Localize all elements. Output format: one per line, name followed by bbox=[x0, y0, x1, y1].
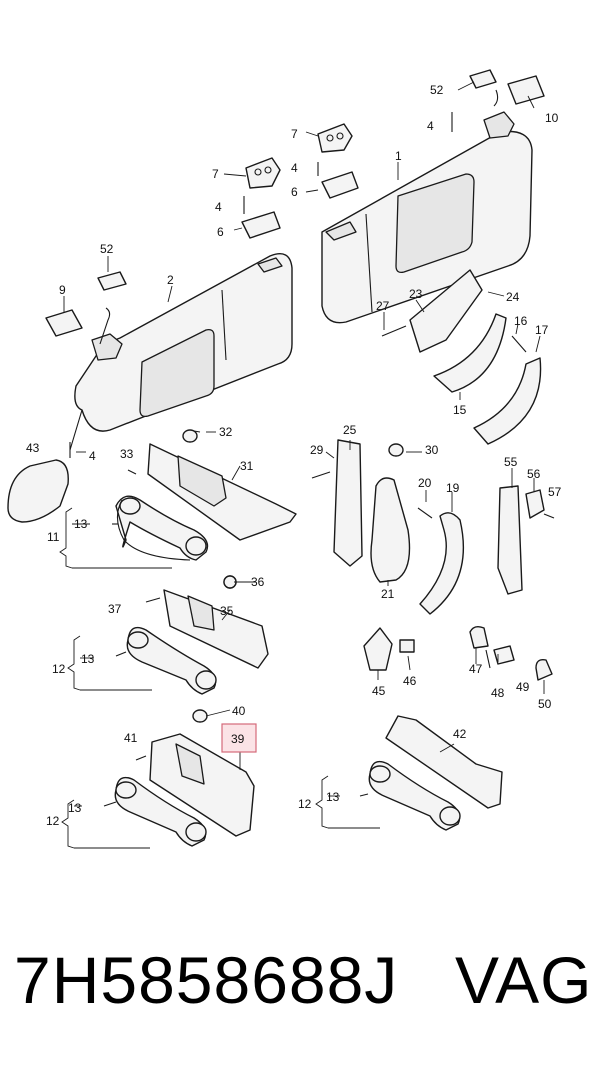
leader-lines bbox=[63, 81, 545, 770]
visor-clips bbox=[45, 69, 545, 458]
parts-diagram: 1 2 4 4 4 4 6 6 7 7 9 10 11 12 12 12 13 … bbox=[7, 69, 562, 849]
callout-21: 21 bbox=[381, 587, 395, 601]
callout-4c: 4 bbox=[215, 200, 222, 214]
callout-12a: 12 bbox=[52, 662, 66, 676]
highlight-box-39 bbox=[221, 723, 257, 753]
callout-13a: 13 bbox=[74, 517, 88, 531]
handle-brackets-right bbox=[333, 269, 545, 615]
callout-37: 37 bbox=[108, 602, 122, 616]
callout-13c: 13 bbox=[68, 801, 82, 815]
callout-13b: 13 bbox=[81, 652, 95, 666]
callout-11: 11 bbox=[47, 530, 60, 544]
grab-handle-12c bbox=[368, 715, 503, 831]
callout-23: 23 bbox=[409, 287, 423, 301]
callout-49: 49 bbox=[516, 680, 530, 694]
callout-56: 56 bbox=[527, 467, 541, 481]
callout-52b: 52 bbox=[100, 242, 114, 256]
brand-label: VAG bbox=[455, 943, 593, 1017]
callout-41: 41 bbox=[124, 731, 138, 745]
callout-35: 35 bbox=[220, 604, 234, 618]
callout-24: 24 bbox=[506, 290, 520, 304]
callout-17: 17 bbox=[535, 323, 549, 337]
callout-15: 15 bbox=[453, 403, 467, 417]
callout-36: 36 bbox=[251, 575, 265, 589]
callout-7b: 7 bbox=[212, 167, 219, 181]
callout-1: 1 bbox=[395, 149, 402, 163]
grab-handle-12b bbox=[114, 709, 255, 847]
callout-45: 45 bbox=[372, 684, 386, 698]
callout-7a: 7 bbox=[291, 127, 298, 141]
callout-55: 55 bbox=[504, 455, 518, 469]
callout-9: 9 bbox=[59, 283, 66, 297]
callout-31: 31 bbox=[240, 459, 254, 473]
cover-caps bbox=[363, 625, 553, 681]
callout-39: 39 bbox=[231, 732, 245, 746]
callout-2: 2 bbox=[167, 273, 174, 287]
grab-handle-11 bbox=[115, 429, 297, 561]
callout-27: 27 bbox=[376, 299, 390, 313]
callout-4d: 4 bbox=[89, 449, 96, 463]
callout-29: 29 bbox=[310, 443, 324, 457]
callout-32: 32 bbox=[219, 425, 233, 439]
callout-4a: 4 bbox=[427, 119, 434, 133]
callout-16: 16 bbox=[514, 314, 528, 328]
sun-visor-right bbox=[321, 111, 533, 324]
callout-20: 20 bbox=[418, 476, 432, 490]
group-braces bbox=[59, 507, 380, 849]
callout-42: 42 bbox=[453, 727, 467, 741]
callout-labels: 1 2 4 4 4 4 6 6 7 7 9 10 11 12 12 12 13 … bbox=[26, 83, 562, 828]
callout-25: 25 bbox=[343, 423, 357, 437]
callout-19: 19 bbox=[446, 481, 460, 495]
callout-52a: 52 bbox=[430, 83, 444, 97]
callout-12c: 12 bbox=[298, 797, 312, 811]
part-number: 7H5858688J bbox=[14, 943, 399, 1017]
callout-50: 50 bbox=[538, 697, 552, 711]
screws bbox=[103, 325, 555, 807]
sun-visor-left bbox=[69, 253, 293, 451]
callout-10: 10 bbox=[545, 111, 559, 125]
callout-40: 40 bbox=[232, 704, 246, 718]
callout-30: 30 bbox=[425, 443, 439, 457]
callout-33: 33 bbox=[120, 447, 134, 461]
callout-6a: 6 bbox=[291, 185, 298, 199]
callout-12b: 12 bbox=[46, 814, 60, 828]
callout-4b: 4 bbox=[291, 161, 298, 175]
grab-handle-12a bbox=[126, 575, 269, 695]
callout-48: 48 bbox=[491, 686, 505, 700]
callout-13d: 13 bbox=[326, 790, 340, 804]
callout-46: 46 bbox=[403, 674, 417, 688]
callout-57: 57 bbox=[548, 485, 562, 499]
callout-47: 47 bbox=[469, 662, 483, 676]
mirror-cover-43 bbox=[7, 459, 69, 523]
callout-43: 43 bbox=[26, 441, 40, 455]
callout-6b: 6 bbox=[217, 225, 224, 239]
